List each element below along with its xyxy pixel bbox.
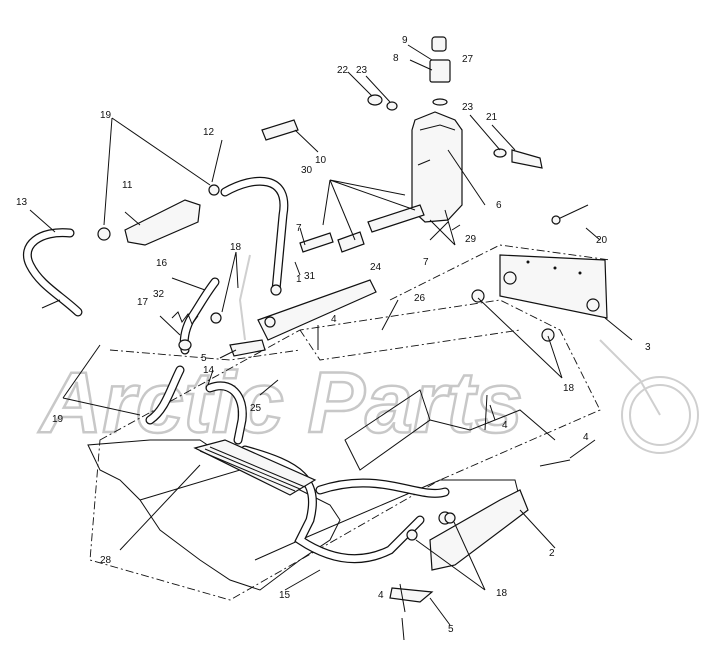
spring-32 [171, 311, 199, 351]
callout-5b: 5 [448, 624, 454, 635]
callout-labels: 1 2 3 4 4 4 4 5 5 6 7 7 8 9 10 11 12 13 … [16, 35, 651, 635]
callout-1: 1 [296, 274, 302, 285]
bolts-4-20 [317, 204, 589, 641]
callout-27: 27 [462, 54, 474, 65]
callout-7a: 7 [296, 223, 302, 234]
heat-exchanger-15 [240, 445, 450, 564]
mounting-plate-3 [499, 254, 608, 319]
bracket-1 [257, 279, 377, 341]
callout-12: 12 [203, 127, 215, 138]
callout-21: 21 [486, 112, 498, 123]
callout-28: 28 [100, 555, 112, 566]
callout-2: 2 [549, 548, 555, 559]
watermark-logo: Arctic Parts [37, 254, 699, 454]
bolts-top [367, 94, 543, 169]
callout-23a: 23 [356, 65, 368, 76]
callout-9: 9 [402, 35, 408, 46]
callout-23b: 23 [462, 102, 474, 113]
hose-12 [220, 176, 289, 295]
callout-4c: 4 [583, 432, 589, 443]
callout-19b: 19 [52, 414, 64, 425]
callout-14: 14 [203, 365, 215, 376]
hose-14 [145, 365, 247, 445]
callout-13: 13 [16, 197, 28, 208]
callout-3: 3 [645, 342, 651, 353]
watermark-text: Arctic Parts [38, 355, 523, 451]
callout-24: 24 [370, 262, 382, 273]
callout-4b: 4 [502, 420, 508, 431]
callout-30: 30 [301, 165, 313, 176]
callout-25: 25 [250, 403, 262, 414]
callout-10: 10 [315, 155, 327, 166]
callout-15: 15 [279, 590, 291, 601]
callout-18b: 18 [563, 383, 575, 394]
callout-4d: 4 [378, 590, 384, 601]
mounting-plate-2 [429, 489, 529, 571]
bleeder-valve [261, 119, 299, 141]
callout-8: 8 [393, 53, 399, 64]
callout-18a: 18 [230, 242, 242, 253]
callout-6: 6 [496, 200, 502, 211]
hose-13 [23, 228, 83, 317]
callout-18c: 18 [496, 588, 508, 599]
callout-32: 32 [153, 289, 165, 300]
bracket-5 [229, 339, 434, 603]
callout-17: 17 [137, 297, 149, 308]
tank-cap [429, 36, 451, 106]
grommets-18 [210, 284, 555, 541]
leader-lines [29, 44, 633, 626]
callout-22: 22 [337, 65, 349, 76]
callout-19a: 19 [100, 110, 112, 121]
callout-31: 31 [304, 271, 316, 282]
callout-5a: 5 [201, 353, 207, 364]
callout-16: 16 [156, 258, 168, 269]
callout-4a: 4 [331, 314, 337, 325]
cooler-28 [193, 439, 317, 496]
callout-29: 29 [465, 234, 477, 245]
callout-7b: 7 [423, 257, 429, 268]
tube-assembly-10 [299, 204, 425, 253]
callout-11: 11 [122, 180, 133, 191]
callout-26: 26 [414, 293, 426, 304]
callout-20: 20 [596, 235, 608, 246]
thermostat-housing-11 [97, 184, 220, 246]
coolant-tank [411, 111, 463, 223]
